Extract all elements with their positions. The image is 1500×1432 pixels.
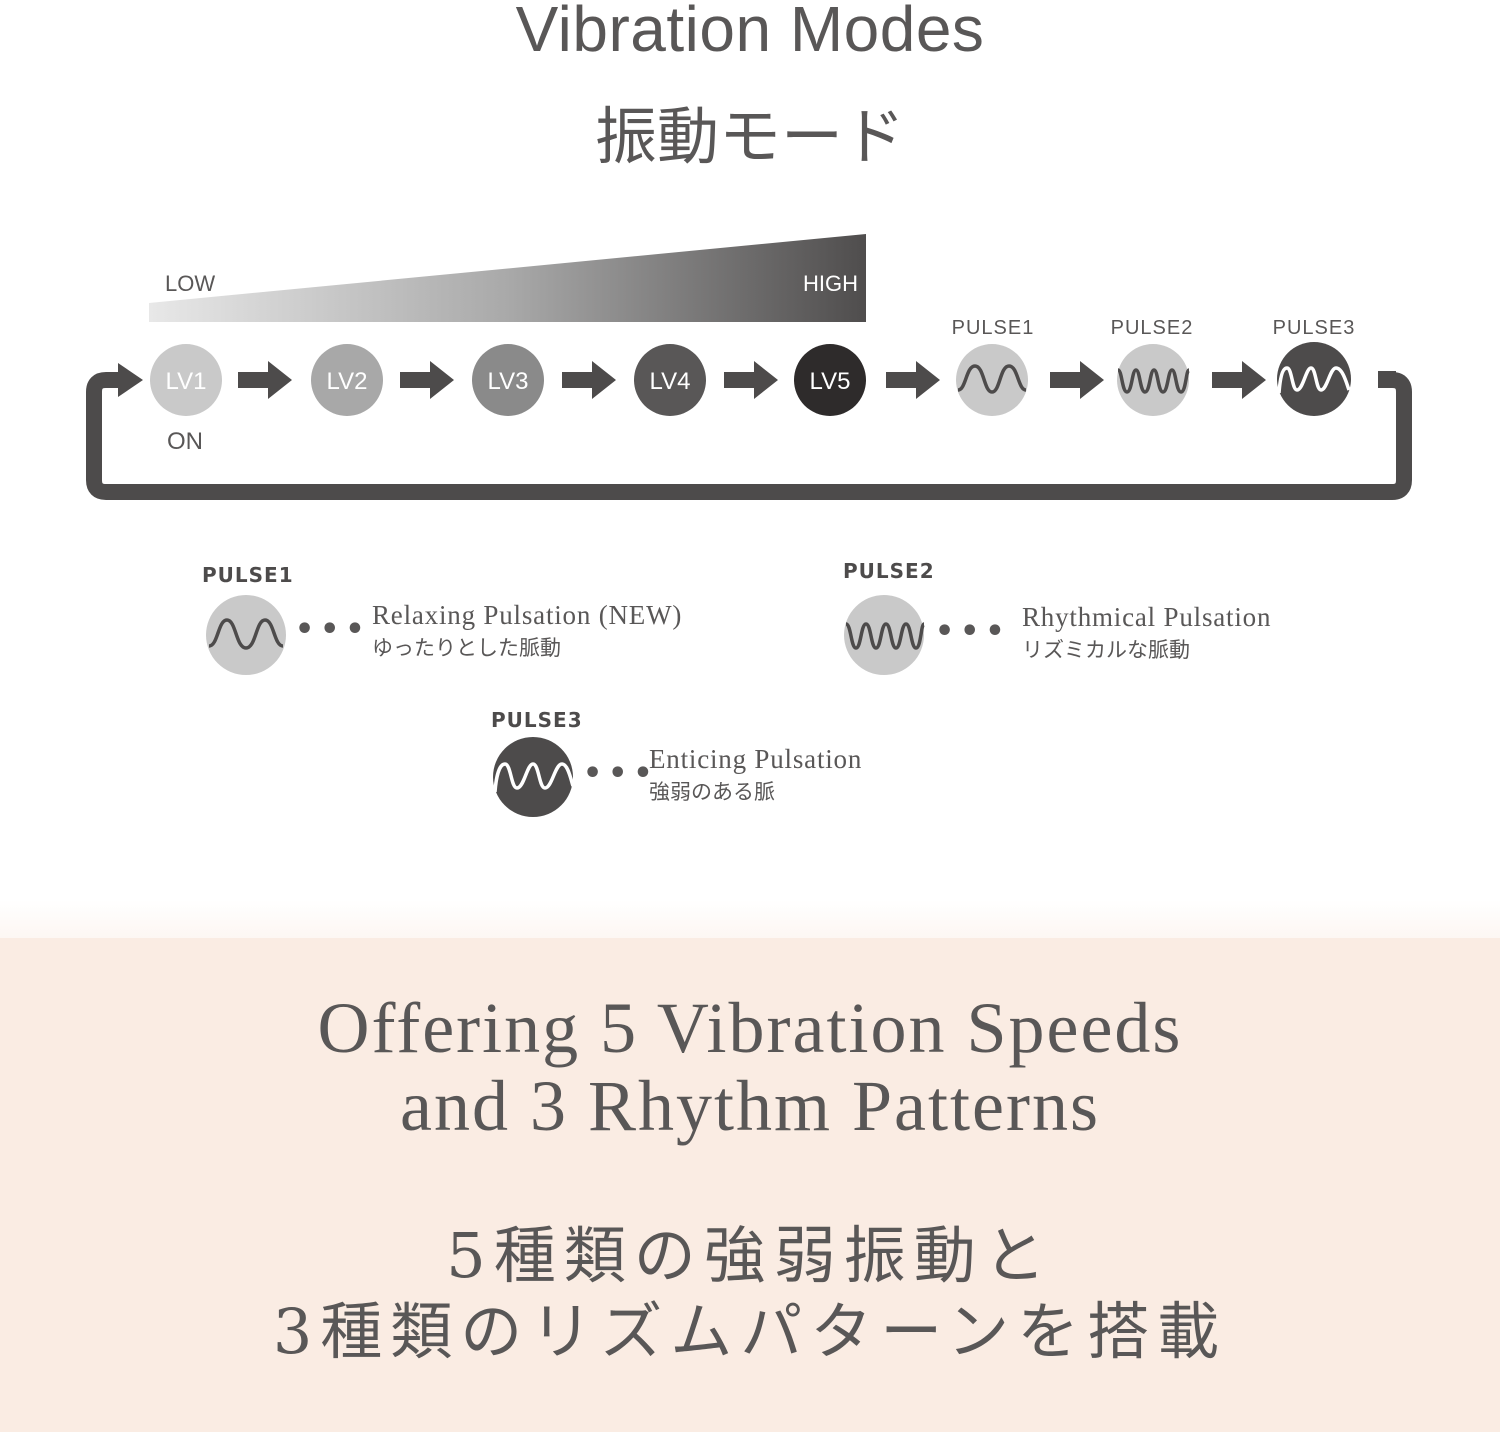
legend-pulse3-dots: ••• bbox=[583, 756, 659, 791]
level-lv1: LV1 bbox=[150, 344, 222, 416]
level-lv4: LV4 bbox=[634, 344, 706, 416]
headline-ja-line2: 3種類のリズムパターンを搭載 bbox=[272, 1295, 1228, 1368]
arrow-right-icon bbox=[238, 361, 292, 399]
legend-pulse3-label: PULSE3 bbox=[491, 708, 583, 732]
legend-pulse2-dots: ••• bbox=[935, 614, 1011, 649]
legend-pulse1-dots: ••• bbox=[295, 612, 371, 647]
legend-pulse2-icon bbox=[844, 595, 925, 675]
page-title: Vibration Modes bbox=[515, 0, 985, 65]
level-lv3: LV3 bbox=[472, 344, 544, 416]
pulse1-top-label: PULSE1 bbox=[952, 317, 1035, 339]
loop-back-arrow-icon bbox=[86, 372, 1412, 500]
svg-text:LV2: LV2 bbox=[327, 368, 368, 395]
pulse3-circle bbox=[1277, 342, 1351, 416]
pulse3-top-label: PULSE3 bbox=[1273, 317, 1356, 339]
sawtooth-wave-icon bbox=[1277, 366, 1351, 394]
svg-text:LV1: LV1 bbox=[166, 368, 207, 395]
legend-pulse3-icon bbox=[493, 737, 574, 817]
pulse1-circle bbox=[956, 344, 1028, 416]
headline-en-line1: Offering 5 Vibration Speeds bbox=[317, 988, 1183, 1068]
legend-pulse3-ja: 強弱のある脈 bbox=[649, 780, 775, 804]
fast-sine-wave-icon bbox=[1116, 368, 1191, 394]
feature-banner bbox=[0, 938, 1500, 1432]
arrow-right-icon bbox=[1050, 361, 1104, 399]
pulse2-top-label: PULSE2 bbox=[1111, 317, 1194, 339]
high-label: HIGH bbox=[803, 271, 858, 296]
loop-arrow-head-icon bbox=[118, 363, 143, 397]
vibration-cycle-diagram: LOW HIGH LV1 ON LV2 LV3 LV4 LV5 PULSE1 bbox=[86, 234, 1412, 500]
legend-pulse1-ja: ゆったりとした脈動 bbox=[372, 636, 561, 660]
step-arrows bbox=[238, 361, 1266, 399]
legend-pulse1-label: PULSE1 bbox=[202, 563, 294, 587]
intensity-wedge: LOW HIGH bbox=[149, 234, 866, 322]
arrow-right-icon bbox=[886, 361, 940, 399]
legend-pulse3-en: Enticing Pulsation bbox=[649, 744, 863, 774]
level-lv2: LV2 bbox=[311, 344, 383, 416]
legend-pulse1-icon bbox=[206, 595, 286, 675]
slow-sine-wave-icon bbox=[957, 364, 1027, 394]
headline-en-line2: and 3 Rhythm Patterns bbox=[400, 1066, 1100, 1146]
arrow-right-icon bbox=[1212, 361, 1266, 399]
page-subtitle-ja: 振動モード bbox=[594, 100, 905, 173]
legend-pulse2-en: Rhythmical Pulsation bbox=[1022, 602, 1272, 632]
headline-ja-line1: 5種類の強弱振動と bbox=[446, 1219, 1054, 1292]
on-label: ON bbox=[167, 428, 203, 455]
legend-pulse1-en: Relaxing Pulsation (NEW) bbox=[372, 600, 683, 630]
legend-pulse2-ja: リズミカルな脈動 bbox=[1022, 638, 1190, 662]
loop-start-stub bbox=[1378, 371, 1396, 388]
legend-pulse2-label: PULSE2 bbox=[843, 559, 935, 583]
arrow-right-icon bbox=[400, 361, 454, 399]
banner-fade bbox=[0, 900, 1500, 938]
arrow-right-icon bbox=[562, 361, 616, 399]
svg-text:LV3: LV3 bbox=[488, 368, 529, 395]
low-label: LOW bbox=[165, 271, 215, 296]
pulse2-circle bbox=[1116, 344, 1191, 416]
arrow-right-icon bbox=[724, 361, 778, 399]
level-lv5: LV5 bbox=[794, 344, 866, 416]
svg-text:LV4: LV4 bbox=[650, 368, 691, 395]
svg-text:LV5: LV5 bbox=[810, 368, 851, 395]
